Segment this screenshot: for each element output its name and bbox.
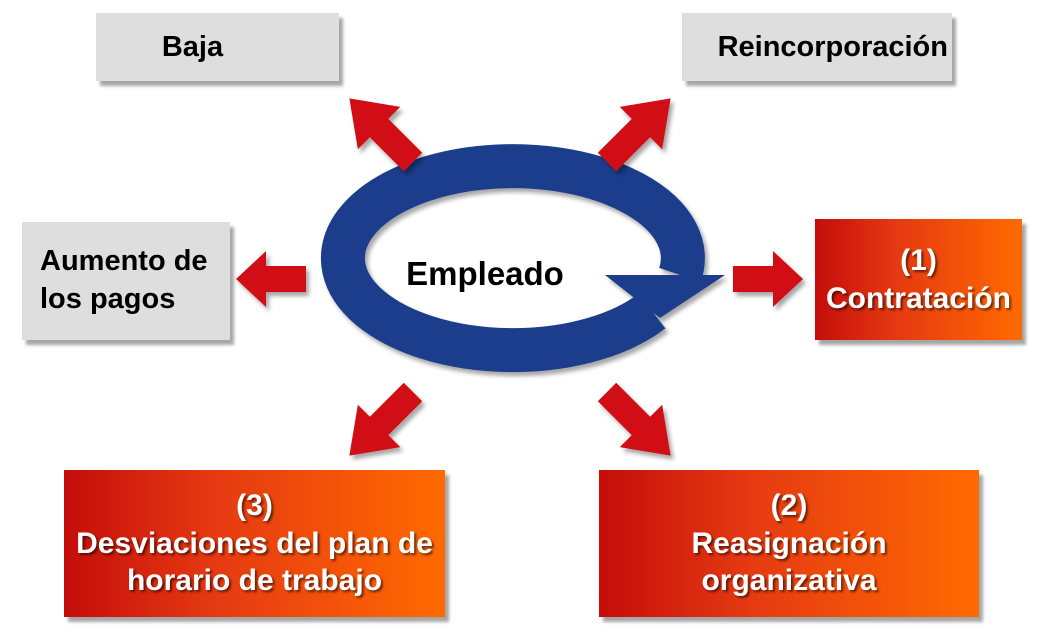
box-aumento-line1: Aumento de — [40, 245, 208, 278]
arrow-to-aumento — [236, 251, 306, 307]
box-desviaciones-line2: horario de trabajo — [126, 564, 383, 598]
box-aumento-line2: los pagos — [40, 283, 176, 315]
box-reasignacion-line1: Reasignación — [691, 526, 887, 560]
box-desviaciones-number: (3) — [236, 489, 273, 523]
box-reasignacion-number: (2) — [770, 489, 808, 523]
arrow-to-reincorporacion — [597, 98, 671, 172]
arrow-to-reasignacion — [597, 382, 671, 456]
box-contratacion: (1) Contratación — [815, 219, 1022, 340]
cycle-arrow-icon — [320, 144, 725, 373]
box-contratacion-label: Contratación — [825, 281, 1011, 315]
center-label-empleado: Empleado — [406, 255, 564, 292]
box-reincorporacion: Reincorporación — [682, 13, 952, 81]
box-desviaciones-line1: Desviaciones del plan de — [76, 526, 433, 560]
box-aumento-de-los-pagos: Aumento de los pagos — [22, 222, 230, 340]
box-baja-label: Baja — [161, 30, 224, 63]
arrow-to-contratacion — [733, 251, 803, 307]
box-reasignacion-line2: organizativa — [701, 564, 877, 598]
box-baja: Baja — [96, 13, 339, 81]
arrow-to-baja — [349, 98, 423, 172]
arrow-to-desviaciones — [349, 382, 423, 456]
box-desviaciones: (3) Desviaciones del plan de horario de … — [64, 470, 445, 617]
box-contratacion-number: (1) — [900, 244, 937, 277]
box-reasignacion: (2) Reasignación organizativa — [599, 470, 979, 617]
box-reincorporacion-label: Reincorporación — [717, 30, 948, 63]
